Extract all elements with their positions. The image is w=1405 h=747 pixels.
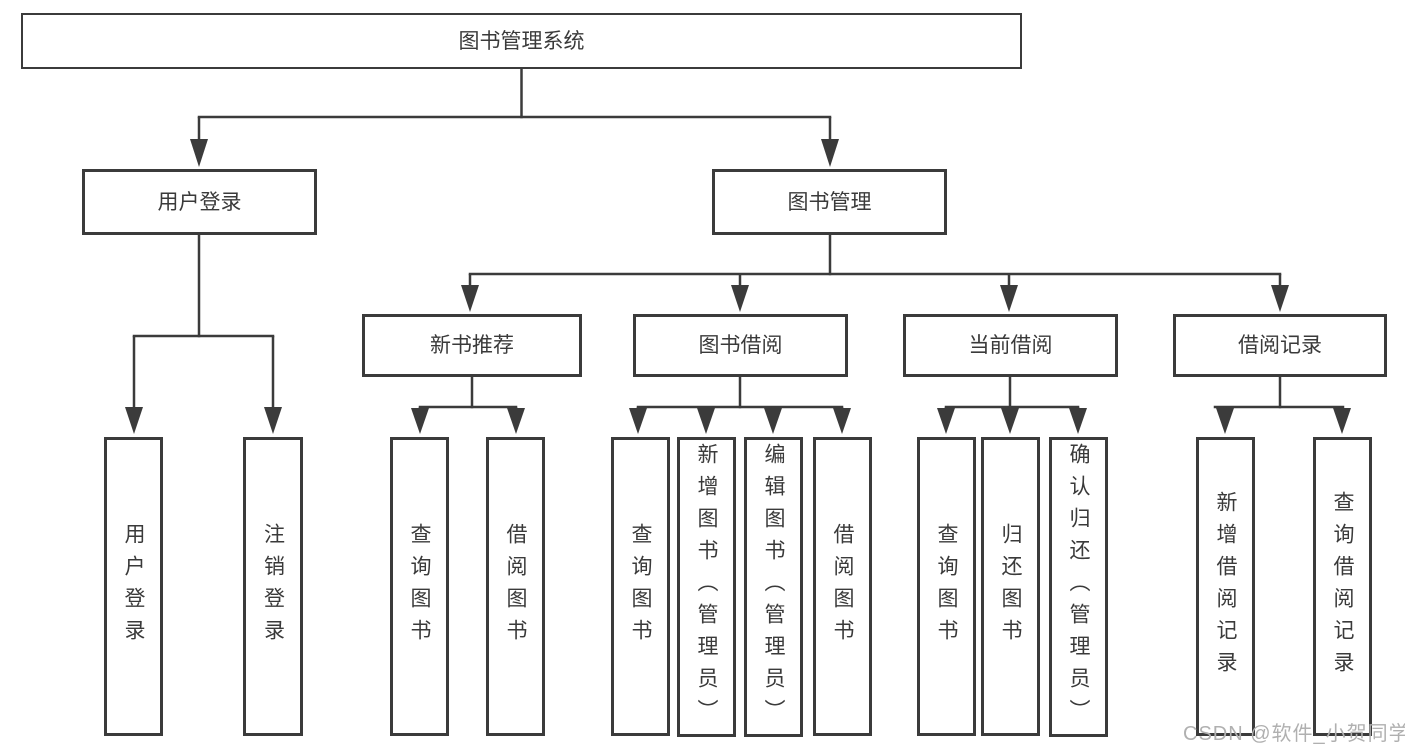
- arrowhead: [1271, 285, 1289, 312]
- node-library-system: 图书管理系统: [21, 13, 1022, 69]
- leaf-label: 借阅图书: [831, 522, 854, 651]
- leaf-user-login: 用户登录: [104, 437, 163, 736]
- watermark-text: CSDN @软件_小贺同学: [1183, 723, 1405, 745]
- leaf-confirm-return-admin: 确认归还（管理员）: [1049, 437, 1108, 737]
- arrowhead: [1216, 408, 1234, 434]
- leaf-label: 新增借阅记录: [1214, 490, 1237, 683]
- arrowhead: [821, 139, 839, 167]
- node-new-book-recommend: 新书推荐: [362, 314, 582, 377]
- leaf-return-book: 归还图书: [981, 437, 1040, 736]
- node-label: 借阅记录: [1238, 334, 1322, 357]
- arrowhead: [190, 139, 208, 167]
- arrowhead: [937, 408, 955, 434]
- leaf-label: 归还图书: [999, 522, 1022, 651]
- leaf-logout-login: 注销登录: [243, 437, 303, 736]
- node-label: 图书借阅: [698, 334, 783, 357]
- node-label: 图书管理: [787, 190, 872, 214]
- leaf-label: 编辑图书（管理员）: [762, 443, 785, 731]
- arrowhead: [1069, 408, 1087, 434]
- leaf-label: 用户登录: [122, 522, 145, 651]
- arrowhead: [125, 407, 143, 434]
- leaf-edit-book-admin: 编辑图书（管理员）: [744, 437, 803, 737]
- leaf-query-books-recommend: 查询图书: [390, 437, 449, 736]
- arrowhead: [1000, 285, 1018, 312]
- node-label: 当前借阅: [968, 334, 1053, 357]
- leaf-label: 查询图书: [408, 522, 431, 651]
- arrowhead: [411, 408, 429, 434]
- node-label: 用户登录: [157, 190, 242, 214]
- arrowhead: [697, 408, 715, 434]
- node-current-borrowing: 当前借阅: [903, 314, 1118, 377]
- leaf-add-borrow-record: 新增借阅记录: [1196, 437, 1255, 736]
- arrowhead: [1001, 408, 1019, 434]
- node-label: 图书管理系统: [458, 29, 585, 53]
- leaf-label: 查询图书: [629, 522, 652, 651]
- leaf-borrow-books-borrowing: 借阅图书: [813, 437, 872, 736]
- node-label: 新书推荐: [430, 334, 514, 357]
- node-borrowing-records: 借阅记录: [1173, 314, 1387, 377]
- leaf-label: 查询图书: [935, 522, 958, 651]
- arrowhead: [1333, 408, 1351, 434]
- leaf-query-books-current: 查询图书: [917, 437, 976, 736]
- leaf-borrow-books-recommend: 借阅图书: [486, 437, 545, 736]
- leaf-label: 确认归还（管理员）: [1067, 443, 1090, 731]
- arrowhead: [264, 407, 282, 434]
- arrowhead: [764, 408, 782, 434]
- arrowhead: [461, 285, 479, 312]
- arrowhead: [629, 408, 647, 434]
- node-user-login: 用户登录: [82, 169, 317, 235]
- leaf-label: 查询借阅记录: [1331, 490, 1354, 683]
- leaf-query-borrow-record: 查询借阅记录: [1313, 437, 1372, 736]
- leaf-label: 借阅图书: [504, 522, 527, 651]
- arrowhead: [833, 408, 851, 434]
- node-book-borrowing: 图书借阅: [633, 314, 848, 377]
- leaf-label: 新增图书（管理员）: [695, 443, 718, 731]
- node-book-management: 图书管理: [712, 169, 947, 235]
- leaf-query-books-borrowing: 查询图书: [611, 437, 670, 736]
- leaf-add-book-admin: 新增图书（管理员）: [677, 437, 736, 737]
- arrowhead: [507, 408, 525, 434]
- arrowhead: [731, 285, 749, 312]
- leaf-label: 注销登录: [261, 522, 285, 651]
